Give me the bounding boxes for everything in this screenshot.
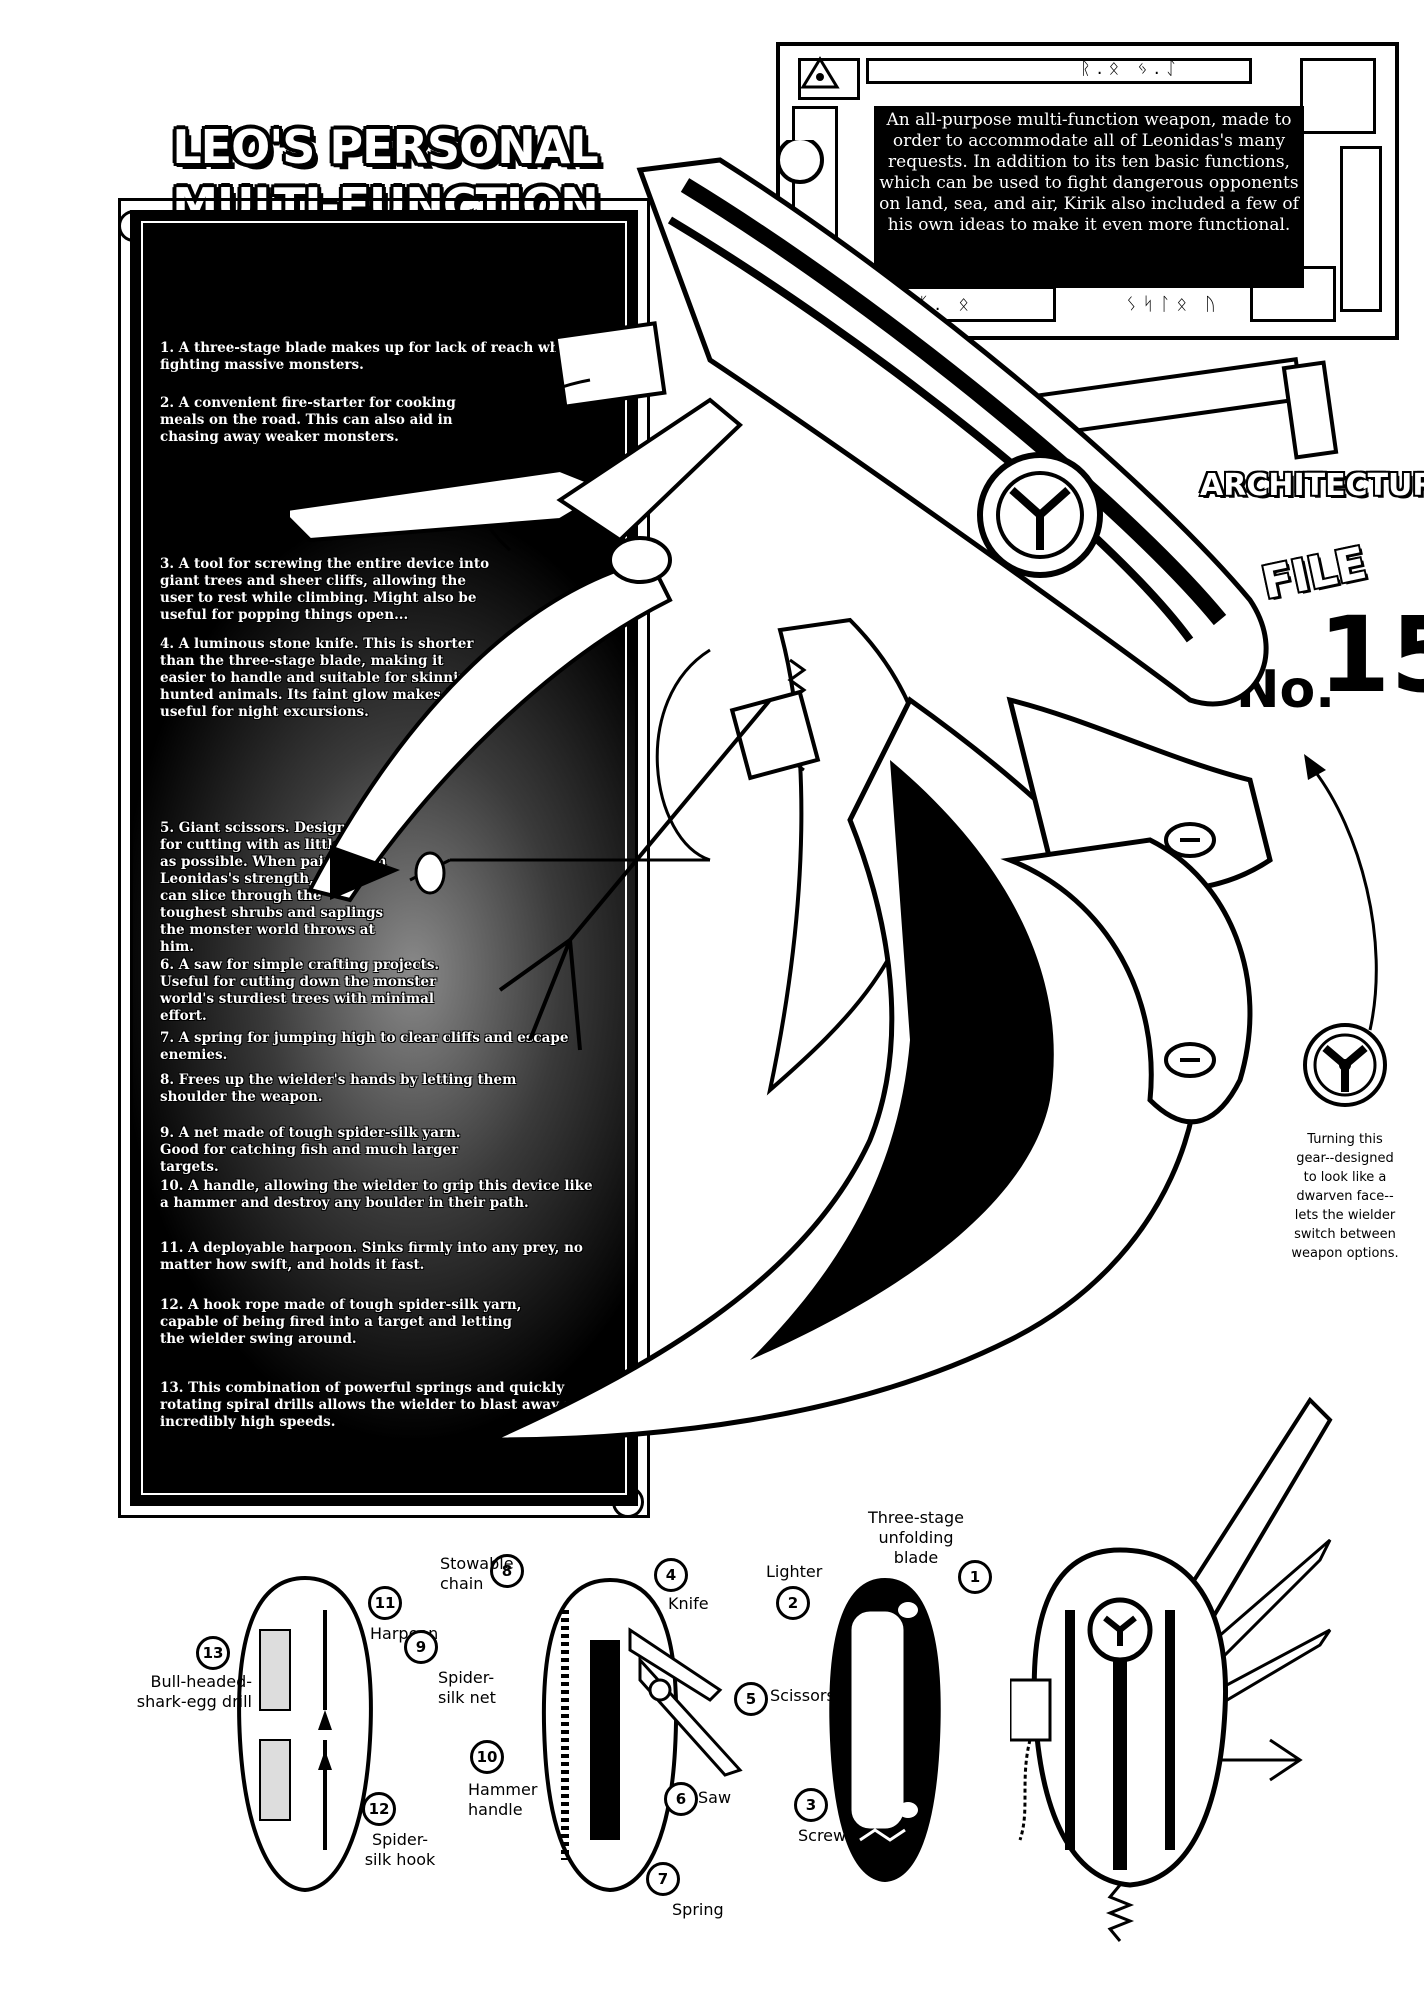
- label-spring: Spring: [672, 1900, 724, 1919]
- frame-stone: [1340, 146, 1382, 312]
- label-hook: Spider-silk hook: [364, 1830, 436, 1869]
- feature-item-5: 5. Giant scissors. Designed for cutting …: [160, 820, 387, 955]
- label-screw: Screw: [798, 1826, 847, 1845]
- label-saw: Saw: [698, 1788, 732, 1807]
- label-number-10: 10: [470, 1740, 504, 1774]
- file-number: 15: [1318, 594, 1424, 716]
- feature-item-7: 7. A spring for jumping high to clear cl…: [160, 1030, 569, 1063]
- label-blade: Three-stage unfolding blade: [867, 1508, 964, 1567]
- feature-item-13: 13. This combination of powerful springs…: [160, 1380, 579, 1430]
- arrow-to-file-icon: [1304, 754, 1378, 1031]
- feature-panel: [130, 210, 638, 1506]
- label-number-9: 9: [404, 1630, 438, 1664]
- feature-item-6: 6. A saw for simple crafting projects. U…: [160, 957, 440, 1024]
- label-chain: Stowable chain: [440, 1554, 514, 1593]
- glyph-row-bottom-right: ᛊᛋᛚᛟ ᚢ: [1126, 294, 1222, 315]
- diagram-side-view: [541, 1577, 743, 1893]
- feature-item-2: 2. A convenient fire-starter for cooking…: [160, 395, 456, 445]
- label-number-8: 8: [490, 1554, 524, 1588]
- label-number-13: 13: [196, 1636, 230, 1670]
- diagram-front-view: [829, 1577, 941, 1883]
- label-number-12: 12: [362, 1792, 396, 1826]
- label-net: Spider-silk net: [438, 1668, 496, 1707]
- frame-stone: [1300, 58, 1376, 134]
- label-number-1: 1: [958, 1560, 992, 1594]
- gear-caption: Turning this gear--designed to look like…: [1291, 1132, 1399, 1261]
- label-drill: Bull-headed-shark-egg drill: [136, 1672, 252, 1711]
- label-scissors: Scissors: [770, 1686, 835, 1705]
- label-number-3: 3: [794, 1788, 828, 1822]
- multi-function-blade-illustration: [290, 140, 1339, 1443]
- feature-item-10: 10. A handle, allowing the wielder to gr…: [160, 1178, 593, 1211]
- label-number-4: 4: [654, 1558, 688, 1592]
- label-knife: Knife: [668, 1594, 709, 1613]
- feature-item-9: 9. A net made of tough spider-silk yarn.…: [160, 1125, 461, 1175]
- feature-item-3: 3. A tool for screwing the entire device…: [160, 556, 490, 623]
- label-hammer: Hammer handle: [468, 1780, 538, 1819]
- label-number-7: 7: [646, 1862, 680, 1896]
- feature-item-8: 8. Frees up the wielder's hands by letti…: [160, 1072, 517, 1105]
- label-number-5: 5: [734, 1682, 768, 1716]
- page-title: LEO'S PERSONAL MULTI-FUNCTION BLADE: [150, 118, 620, 292]
- frame-stone: [866, 58, 1252, 84]
- label-lighter: Lighter: [766, 1562, 823, 1581]
- feature-item-12: 12. A hook rope made of tough spider-sil…: [160, 1297, 522, 1347]
- dwarf-face-gear-icon: [1303, 1023, 1387, 1107]
- glyph-row-top: ᚱ.ᛟ ᛃ.ᛇ: [1080, 58, 1183, 79]
- feature-item-11: 11. A deployable harpoon. Sinks firmly i…: [160, 1240, 583, 1273]
- label-number-2: 2: [776, 1586, 810, 1620]
- feature-item-1: 1. A three-stage blade makes up for lack…: [160, 340, 578, 373]
- description-text: An all-purpose multi-function weapon, ma…: [874, 106, 1304, 288]
- panel-frame: [118, 198, 650, 1518]
- architecture-heading: ARCHITECTURE: [1200, 468, 1424, 503]
- feature-item-4: 4. A luminous stone knife. This is short…: [160, 636, 478, 720]
- feature-panel-border: [141, 221, 627, 1495]
- diagram-expanded-view: [1010, 1396, 1333, 1942]
- label-number-11: 11: [368, 1586, 402, 1620]
- eye-triangle-icon: [800, 56, 840, 89]
- title-line-1: LEO'S PERSONAL: [172, 120, 598, 174]
- label-number-6: 6: [664, 1782, 698, 1816]
- diagram-back-view: [237, 1575, 373, 1893]
